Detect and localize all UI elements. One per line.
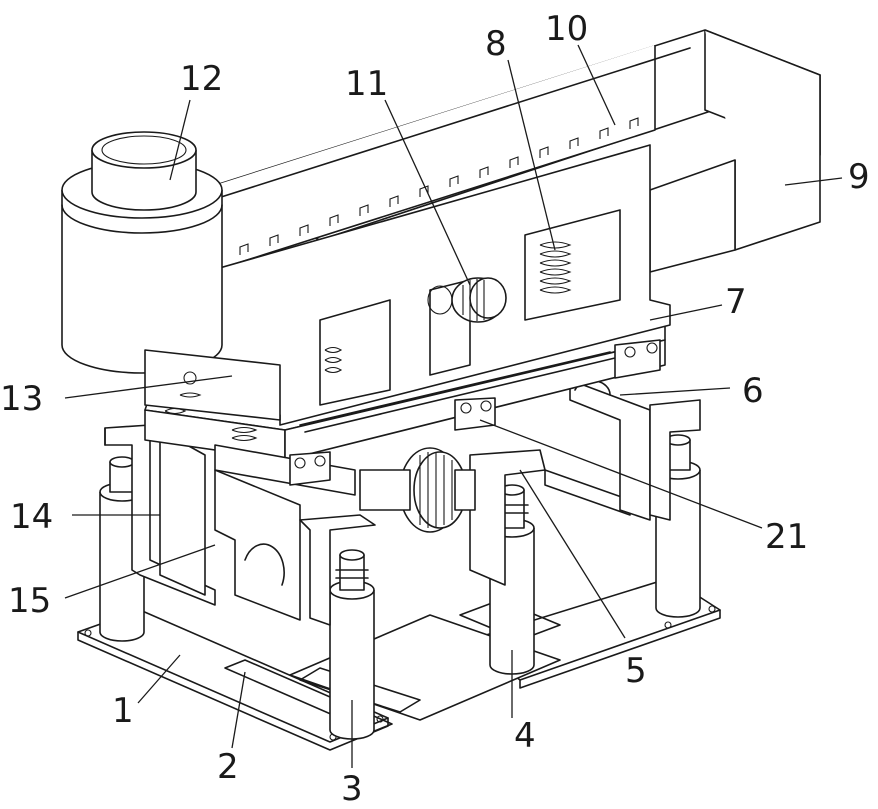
callout-6: 6 — [742, 371, 764, 411]
callout-14: 14 — [10, 497, 53, 537]
callout-2: 2 — [217, 747, 239, 787]
bolt-bracket-21 — [455, 398, 495, 430]
callout-10: 10 — [545, 9, 588, 49]
head-cylinder-12 — [62, 132, 222, 373]
callout-7: 7 — [725, 282, 747, 322]
callout-5: 5 — [625, 651, 647, 691]
bolt-bracket-left — [290, 452, 330, 485]
callout-12: 12 — [180, 59, 223, 99]
callout-13: 13 — [0, 379, 43, 419]
base-plate — [78, 578, 720, 750]
callout-15: 15 — [8, 581, 51, 621]
bolt-bracket-right — [615, 340, 660, 378]
callout-3: 3 — [341, 769, 363, 809]
callout-11: 11 — [345, 64, 388, 104]
callout-1: 1 — [112, 691, 134, 731]
callout-9: 9 — [848, 157, 870, 197]
callout-4: 4 — [514, 716, 536, 756]
callout-21: 21 — [765, 517, 808, 557]
callout-8: 8 — [485, 24, 507, 64]
gear-assembly — [360, 448, 475, 532]
leader-6 — [620, 388, 730, 395]
